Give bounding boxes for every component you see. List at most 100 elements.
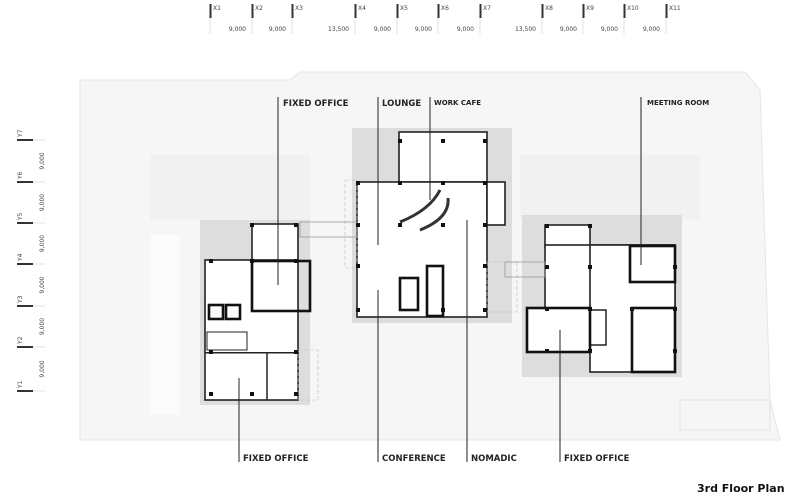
grid-y-marker bbox=[17, 181, 33, 183]
label-nomadic: NOMADIC bbox=[471, 454, 517, 464]
column bbox=[250, 223, 254, 227]
label-lounge: LOUNGE bbox=[382, 99, 421, 109]
plan-title: 3rd Floor Plan bbox=[697, 482, 785, 495]
grid-x-span: 9,000 bbox=[269, 26, 286, 33]
column bbox=[294, 223, 298, 227]
column bbox=[294, 350, 298, 354]
grid-x-marker bbox=[437, 4, 440, 18]
grid-y-span: 9,000 bbox=[39, 318, 46, 335]
column bbox=[441, 139, 445, 143]
grid-y-span: 9,000 bbox=[39, 276, 46, 293]
grid-y-marker bbox=[17, 305, 33, 307]
column bbox=[673, 265, 677, 269]
grid-y-label: Y1 bbox=[17, 380, 24, 389]
grid-y-label: Y4 bbox=[17, 253, 24, 262]
grid-x-span: 13,500 bbox=[328, 26, 349, 33]
column bbox=[209, 392, 213, 396]
column bbox=[545, 265, 549, 269]
grid-y-marker bbox=[17, 263, 33, 265]
column bbox=[545, 349, 549, 353]
column bbox=[356, 223, 360, 227]
column bbox=[588, 224, 592, 228]
column bbox=[398, 181, 402, 185]
grid-y-span: 9,000 bbox=[39, 152, 46, 169]
grid-x-marker bbox=[354, 4, 357, 18]
grid-x-marker bbox=[623, 4, 626, 18]
label-fixed-office-bottom-right: FIXED OFFICE bbox=[564, 454, 630, 464]
column bbox=[356, 181, 360, 185]
label-fixed-office-bottom-left: FIXED OFFICE bbox=[243, 454, 309, 464]
column bbox=[483, 181, 487, 185]
grid-x-label: X5 bbox=[400, 5, 408, 12]
grid-y-label: Y3 bbox=[17, 295, 24, 304]
grid-x-label: X11 bbox=[669, 5, 681, 12]
column bbox=[588, 349, 592, 353]
grid-x-marker bbox=[291, 4, 294, 18]
grid-x-marker bbox=[665, 4, 668, 18]
label-fixed-office-top: FIXED OFFICE bbox=[283, 99, 349, 109]
column bbox=[588, 307, 592, 311]
grid-x-span: 9,000 bbox=[560, 26, 577, 33]
grid-x-label: X3 bbox=[295, 5, 303, 12]
grid-x-label: X7 bbox=[483, 5, 491, 12]
grid-x-marker bbox=[479, 4, 482, 18]
grid-x-span: 13,500 bbox=[515, 26, 536, 33]
grid-y-label: Y6 bbox=[17, 171, 24, 180]
leader-lines bbox=[238, 97, 642, 462]
column bbox=[545, 224, 549, 228]
label-conference: CONFERENCE bbox=[382, 454, 446, 464]
label-work-cafe: WORK CAFE bbox=[434, 99, 481, 107]
grid-x-marker bbox=[582, 4, 585, 18]
grid-x-span: 9,000 bbox=[229, 26, 246, 33]
column bbox=[545, 307, 549, 311]
column bbox=[294, 259, 298, 263]
grid-x-marker bbox=[396, 4, 399, 18]
grid-y-label: Y2 bbox=[17, 336, 24, 345]
grid-x-marker bbox=[541, 4, 544, 18]
grid-x-marker bbox=[209, 4, 212, 18]
grid-x-span: 9,000 bbox=[374, 26, 391, 33]
grid-y-span: 9,000 bbox=[39, 194, 46, 211]
column bbox=[588, 265, 592, 269]
grid-y-label: Y7 bbox=[17, 129, 24, 138]
grid-y-marker bbox=[17, 139, 33, 141]
grid-x-span: 9,000 bbox=[457, 26, 474, 33]
column bbox=[294, 392, 298, 396]
grid-x-label: X2 bbox=[255, 5, 263, 12]
right-building-block bbox=[504, 215, 682, 377]
column bbox=[209, 259, 213, 263]
grid-y-span: 9,000 bbox=[39, 360, 46, 377]
column bbox=[630, 307, 634, 311]
column bbox=[356, 308, 360, 312]
column bbox=[356, 264, 360, 268]
grid-y-marker bbox=[17, 346, 33, 348]
column bbox=[441, 181, 445, 185]
column bbox=[209, 350, 213, 354]
grid-x-label: X10 bbox=[627, 5, 639, 12]
column bbox=[441, 308, 445, 312]
column bbox=[398, 139, 402, 143]
grid-y-marker bbox=[17, 390, 33, 392]
center-building-block bbox=[299, 128, 518, 323]
grid-y-axis: Y79,000Y69,000Y59,000Y49,000Y39,000Y29,0… bbox=[17, 129, 46, 392]
grid-x-label: X4 bbox=[358, 5, 366, 12]
grid-x-axis: X19,000X29,000X313,500X49,000X59,000X69,… bbox=[209, 4, 681, 34]
grid-x-label: X9 bbox=[586, 5, 594, 12]
grid-x-label: X8 bbox=[545, 5, 553, 12]
column bbox=[673, 307, 677, 311]
column bbox=[673, 349, 677, 353]
grid-x-span: 9,000 bbox=[601, 26, 618, 33]
column bbox=[250, 392, 254, 396]
column bbox=[483, 264, 487, 268]
column bbox=[398, 223, 402, 227]
label-meeting-room: MEETING ROOM bbox=[647, 99, 709, 107]
grid-x-label: X6 bbox=[441, 5, 449, 12]
grid-x-span: 9,000 bbox=[415, 26, 432, 33]
left-building-block bbox=[200, 220, 319, 405]
structural-columns bbox=[209, 139, 677, 396]
grid-y-label: Y5 bbox=[17, 212, 24, 221]
grid-x-marker bbox=[251, 4, 254, 18]
column bbox=[483, 308, 487, 312]
column bbox=[483, 223, 487, 227]
